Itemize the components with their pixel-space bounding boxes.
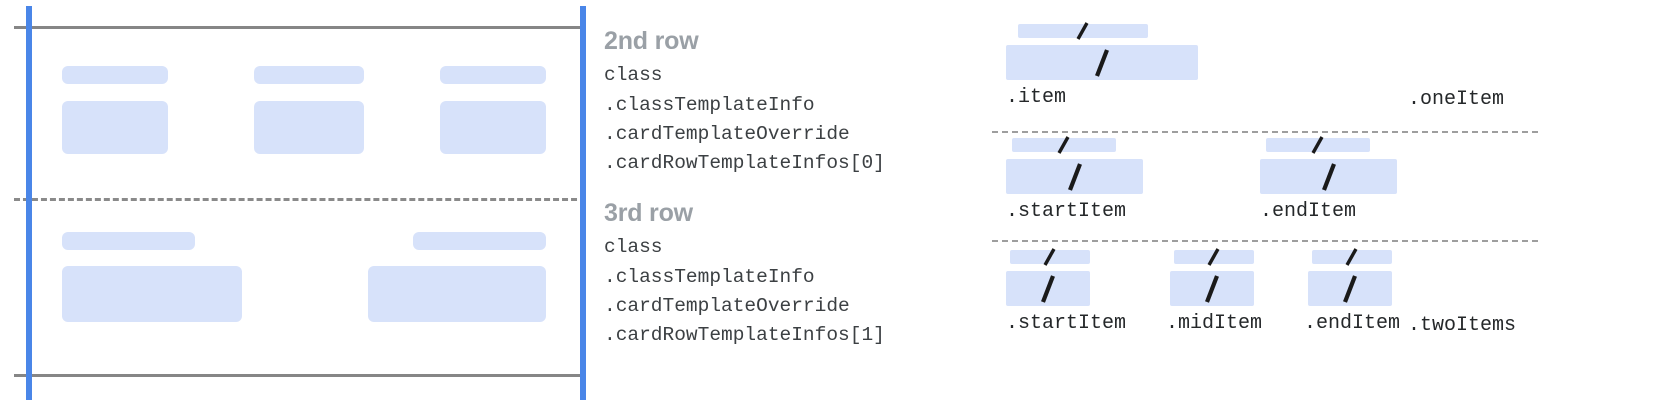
item-body-box [1260, 159, 1397, 194]
annotation-third-row: 3rd row class .classTemplateInfo .cardTe… [604, 198, 885, 350]
item-label: .startItem [1006, 312, 1127, 335]
slash-icon [1343, 274, 1357, 303]
row2-col2-body-box [254, 101, 364, 154]
item-variants-column: .item .oneItem .startItem [988, 0, 1676, 412]
left-guide-line [26, 6, 32, 400]
row2-col3-body-box [440, 101, 546, 154]
item-body-box [1006, 159, 1143, 194]
row2-col1-body-box [62, 101, 168, 154]
top-boundary-rule [14, 26, 586, 29]
annotation-code-path: class .classTemplateInfo .cardTemplateOv… [604, 236, 885, 346]
row3-col1-title-bar [62, 232, 195, 250]
slash-icon [1057, 136, 1070, 154]
row-divider-dashed-rule [14, 198, 586, 201]
row3-col2-body-box [368, 266, 546, 322]
slash-icon [1041, 274, 1055, 303]
item-label: .startItem [1006, 200, 1127, 223]
item-title-bar [1010, 248, 1090, 266]
item-body-box [1308, 271, 1392, 306]
bottom-boundary-rule [14, 374, 586, 377]
annotation-title: 3rd row [604, 199, 693, 227]
annotation-title: 2nd row [604, 27, 699, 55]
item-title-bar [1174, 248, 1254, 266]
variant-separator-1 [992, 131, 1538, 133]
slash-icon [1345, 248, 1358, 266]
item-column: .endItem [1260, 136, 1397, 223]
item-title-bar [1266, 136, 1370, 154]
item-column: .startItem [1006, 136, 1143, 223]
item-title-bar [1012, 136, 1116, 154]
slash-icon [1205, 274, 1219, 303]
variant-separator-2 [992, 240, 1538, 242]
right-guide-line [580, 6, 586, 400]
row3-col2-title-bar [413, 232, 546, 250]
item-body-box [1006, 45, 1198, 80]
slash-icon [1095, 48, 1109, 77]
item-column: .endItem [1304, 248, 1400, 335]
slash-icon [1311, 136, 1324, 154]
row2-col1-title-bar [62, 66, 168, 84]
slash-icon [1067, 162, 1082, 191]
item-column: .item [1006, 22, 1198, 109]
annotation-code-path: class .classTemplateInfo .cardTemplateOv… [604, 64, 885, 174]
item-body-box [1006, 271, 1090, 306]
row2-col3-title-bar [440, 66, 546, 84]
annotation-second-row: 2nd row class .classTemplateInfo .cardTe… [604, 26, 885, 178]
variant-name-label: .twoItems [1408, 314, 1517, 337]
item-title-bar [1018, 22, 1148, 40]
slash-icon [1043, 248, 1056, 266]
row3-col1-body-box [62, 266, 242, 322]
item-body-box [1170, 271, 1254, 306]
item-label: .item [1006, 86, 1067, 109]
card-rows-layout-diagram [0, 0, 600, 412]
variant-name-label: .oneItem [1408, 88, 1505, 111]
item-label: .endItem [1304, 312, 1401, 335]
item-column: .midItem [1166, 248, 1262, 335]
slash-icon [1207, 248, 1220, 266]
annotation-column: 2nd row class .classTemplateInfo .cardTe… [604, 0, 984, 412]
item-column: .startItem [1006, 248, 1127, 335]
slash-icon [1076, 22, 1089, 40]
item-label: .endItem [1260, 200, 1357, 223]
item-title-bar [1312, 248, 1392, 266]
item-label: .midItem [1166, 312, 1263, 335]
row2-col2-title-bar [254, 66, 364, 84]
slash-icon [1321, 162, 1336, 191]
